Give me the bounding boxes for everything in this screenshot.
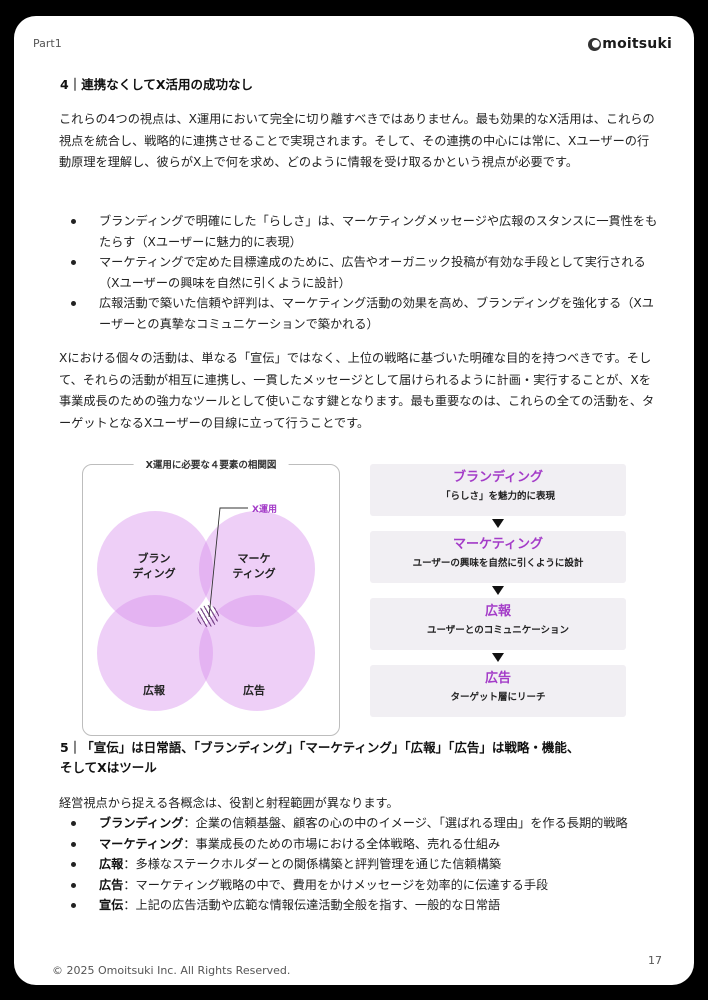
definition-item-pr: 広報：多様なステークホルダーとの関係構築と評判管理を通じた信頼構築	[59, 854, 659, 875]
circle-branding	[97, 511, 213, 627]
flow-step-title: 広告	[484, 671, 511, 686]
label-branding: ブラン ディング	[132, 552, 176, 580]
flow-step-pr: 広報 ユーザーとのコミュニケーション	[370, 598, 626, 650]
logo-mark-icon	[588, 37, 602, 51]
document-page: Part1 moitsuki 4｜連携なくしてX活用の成功なし これらの4つの視…	[14, 16, 694, 985]
list-item: マーケティングで定めた目標達成のために、広告やオーガニック投稿が有効な手段として…	[59, 252, 659, 293]
flow-step-subtitle: ユーザーの興味を自然に引くように設計	[412, 558, 584, 569]
definition-list: ブランディング：企業の信頼基盤、顧客の心の中のイメージ、「選ばれる理由」を作る長…	[59, 813, 659, 916]
part-label: Part1	[33, 37, 62, 50]
arrow-down-icon	[492, 586, 504, 595]
flow-step-title: 広報	[484, 604, 511, 619]
label-marketing: マーケ ティング	[232, 552, 276, 580]
flow-step-title: マーケティング	[453, 537, 543, 552]
flow-step-title: ブランディング	[452, 470, 544, 485]
venn-title: X運用に必要な４要素の相関図	[133, 457, 289, 471]
definition-item-promotion: 宣伝：上記の広告活動や広範な情報伝達活動全般を指す、一般的な日常語	[59, 895, 659, 916]
section-4-heading: 4｜連携なくしてX活用の成功なし	[60, 77, 253, 92]
section-4-bullet-list: ブランディングで明確にした「らしさ」は、マーケティングメッセージや広報のスタンス…	[59, 211, 659, 334]
definition-item-marketing: マーケティング：事業成長のための市場における全体戦略、売れる仕組み	[59, 834, 659, 855]
arrow-down-icon	[492, 519, 504, 528]
definition-item-branding: ブランディング：企業の信頼基盤、顧客の心の中のイメージ、「選ばれる理由」を作る長…	[59, 813, 659, 834]
flow-step-subtitle: ターゲット層にリーチ	[450, 692, 546, 703]
list-item: ブランディングで明確にした「らしさ」は、マーケティングメッセージや広報のスタンス…	[59, 211, 659, 252]
list-item: 広報活動で築いた信頼や評判は、マーケティング活動の効果を高め、ブランディングを強…	[59, 293, 659, 334]
flow-step-subtitle: ユーザーとのコミュニケーション	[426, 625, 570, 636]
label-advertising: 広告	[243, 684, 265, 697]
flow-step-branding: ブランディング 「らしさ」を魅力的に表現	[370, 464, 626, 516]
section-5-heading: 5｜「宣伝」は日常語、「ブランディング」「マーケティング」「広報」「広告」は戦略…	[60, 740, 580, 775]
x-operation-label: X運用	[252, 505, 277, 515]
flow-step-advertising: 広告 ターゲット層にリーチ	[370, 665, 626, 717]
overlap-hatch-icon	[197, 605, 219, 627]
page-number: 17	[648, 954, 662, 967]
paragraph: これらの4つの視点は、X運用において完全に切り離すべきではありません。最も効果的…	[59, 112, 655, 169]
arrow-down-icon	[492, 653, 504, 662]
circle-marketing	[199, 511, 315, 627]
leader-line-icon	[208, 507, 248, 618]
section-4-closing: Xにおける個々の活動は、単なる「宣伝」ではなく、上位の戦略に基づいた明確な目的を…	[59, 348, 659, 434]
label-pr: 広報	[143, 684, 165, 697]
flow-step-marketing: マーケティング ユーザーの興味を自然に引くように設計	[370, 531, 626, 583]
company-logo: moitsuki	[588, 36, 672, 52]
venn-diagram: X運用に必要な４要素の相関図 X運用 ブラン ディング マーケ ティング 広報 …	[82, 457, 340, 736]
copyright: © 2025 Omoitsuki Inc. All Rights Reserve…	[52, 964, 291, 977]
paragraph: 経営視点から捉える各概念は、役割と射程範囲が異なります。	[59, 796, 399, 810]
circle-pr	[97, 595, 213, 711]
logo-text: moitsuki	[602, 36, 672, 52]
section-5-intro: 経営視点から捉える各概念は、役割と射程範囲が異なります。	[59, 793, 659, 815]
flow-step-subtitle: 「らしさ」を魅力的に表現	[440, 491, 555, 502]
section-4-intro: これらの4つの視点は、X運用において完全に切り離すべきではありません。最も効果的…	[59, 109, 659, 174]
paragraph: Xにおける個々の活動は、単なる「宣伝」ではなく、上位の戦略に基づいた明確な目的を…	[59, 351, 655, 430]
definition-item-advertising: 広告：マーケティング戦略の中で、費用をかけメッセージを効率的に伝達する手段	[59, 875, 659, 896]
